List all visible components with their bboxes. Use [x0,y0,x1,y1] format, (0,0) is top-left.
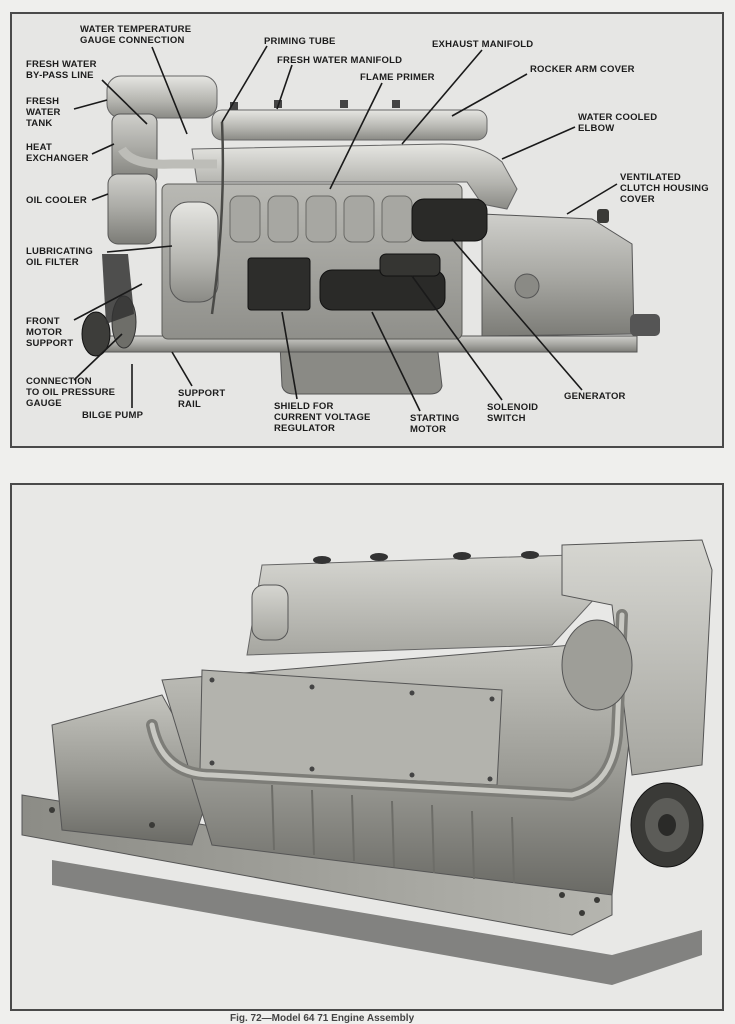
label-fresh-water-manifold: FRESH WATER MANIFOLD [277,55,403,66]
label-shield-current-voltage-regulator: SHIELD FOR CURRENT VOLTAGE REGULATOR [274,401,371,434]
output-coupling [630,314,660,336]
label-fresh-water-bypass-line: FRESH WATER BY-PASS LINE [26,59,97,81]
label-rocker-arm-cover: ROCKER ARM COVER [530,64,635,75]
engine-side-view-illustration [81,75,660,395]
rocker-arm-cover-shape [211,109,488,141]
label-support-rail: SUPPORT RAIL [178,388,226,410]
label-generator: GENERATOR [564,391,626,402]
rocker-cover-photo [246,554,608,656]
oil-filter-photo [251,584,289,641]
engine-photograph [10,483,724,1011]
solenoid-shape [379,253,441,277]
label-flame-primer: FLAME PRIMER [360,72,435,83]
clutch-housing-photo [51,694,213,846]
label-exhaust-manifold: EXHAUST MANIFOLD [432,39,534,50]
label-lubricating-oil-filter: LUBRICATING OIL FILTER [26,246,93,268]
label-solenoid-switch: SOLENOID SWITCH [487,402,539,424]
label-fresh-water-tank: FRESH WATER TANK [26,96,61,129]
labeled-engine-figure: WATER TEMPERATURE GAUGE CONNECTION PRIMI… [10,12,724,448]
label-bilge-pump: BILGE PUMP [82,410,144,421]
regulator-shield-shape [247,257,311,311]
leader-lines [73,45,618,412]
front-pulley [81,311,111,357]
label-oil-cooler: OIL COOLER [26,195,87,206]
oil-pan [279,343,443,395]
oil-cooler-shape [107,173,157,245]
label-connection-oil-pressure-gauge: CONNECTION TO OIL PRESSURE GAUGE [26,376,116,409]
label-front-motor-support: FRONT MOTOR SUPPORT [26,316,74,349]
heat-exchanger-photo [561,539,713,776]
label-starting-motor: STARTING MOTOR [410,413,460,435]
label-water-cooled-elbow: WATER COOLED ELBOW [578,112,658,134]
label-ventilated-clutch-housing-cover: VENTILATED CLUTCH HOUSING COVER [620,172,709,205]
fresh-water-tank-shape [106,75,218,119]
generator-shape [411,198,488,242]
side-cover-plate [199,669,503,786]
label-heat-exchanger: HEAT EXCHANGER [26,142,89,164]
figure-caption: Fig. 72—Model 64 71 Engine Assembly [230,1013,415,1024]
label-priming-tube: PRIMING TUBE [264,36,336,47]
engine-three-quarter-view-illustration [21,539,713,985]
label-water-temp-gauge-connection: WATER TEMPERATURE GAUGE CONNECTION [80,24,192,46]
clutch-housing-shape [481,213,635,337]
